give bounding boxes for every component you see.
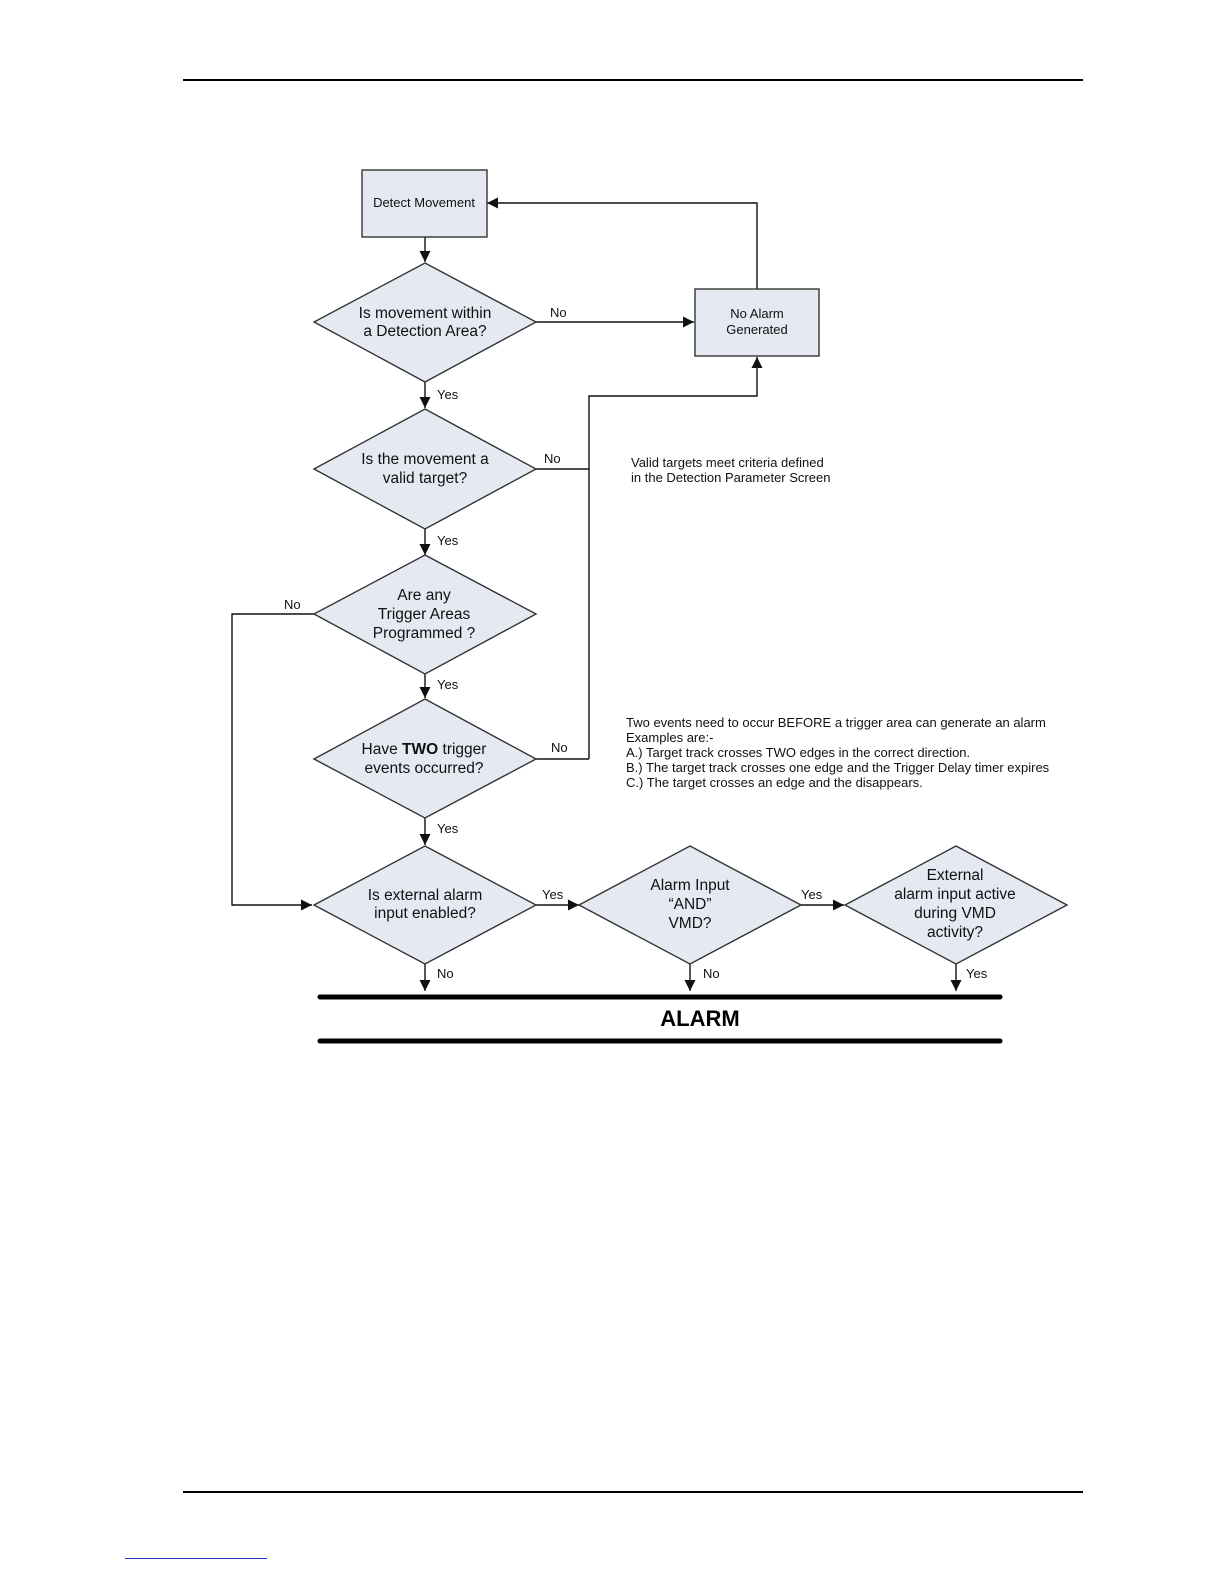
decision-external-enabled: Is external alarm input enabled? bbox=[312, 845, 538, 965]
two-events-prefix: Have bbox=[362, 741, 403, 758]
alarm-output: ALARM bbox=[317, 994, 1003, 1044]
note-valid-targets-line2: in the Detection Parameter Screen bbox=[631, 470, 830, 485]
edge-label-two-events-no: No bbox=[551, 740, 568, 755]
detection-area-line1: Is movement within bbox=[359, 305, 492, 322]
decision-external-active: External alarm input active during VMD a… bbox=[843, 845, 1069, 965]
valid-target-line2: valid target? bbox=[383, 470, 468, 487]
connectors bbox=[231, 197, 962, 991]
two-events-line2: events occurred? bbox=[365, 760, 484, 777]
note-valid-targets-line1: Valid targets meet criteria defined bbox=[631, 455, 824, 470]
edge-label-valid-target-yes: Yes bbox=[437, 533, 459, 548]
external-enabled-line2: input enabled? bbox=[374, 905, 476, 922]
detect-movement-label: Detect Movement bbox=[373, 195, 475, 210]
edge-label-external-active-yes: Yes bbox=[966, 966, 988, 981]
edge-labels: No Yes No Yes No Yes No Yes Yes No Yes N… bbox=[284, 305, 988, 981]
detection-area-line2: a Detection Area? bbox=[363, 323, 487, 340]
edge-label-and-vmd-no: No bbox=[703, 966, 720, 981]
alarm-label: ALARM bbox=[660, 1006, 739, 1031]
and-vmd-line2: “AND” bbox=[668, 896, 711, 913]
external-active-line1: External bbox=[927, 867, 984, 884]
footer-link-underline[interactable] bbox=[125, 1558, 267, 1559]
decision-valid-target: Is the movement a valid target? bbox=[312, 408, 538, 530]
no-alarm-label-line1: No Alarm bbox=[730, 306, 783, 321]
note-trigger-events-line5: C.) The target crosses an edge and the d… bbox=[626, 775, 923, 790]
trigger-areas-line3: Programmed ? bbox=[373, 625, 476, 642]
flow-q3-no bbox=[231, 613, 314, 911]
decision-detection-area: Is movement within a Detection Area? bbox=[312, 262, 538, 383]
valid-target-line1: Is the movement a bbox=[361, 451, 489, 468]
flow-no-alarm-loop bbox=[487, 197, 758, 289]
edge-label-two-events-yes: Yes bbox=[437, 821, 459, 836]
note-trigger-events-line2: Examples are:- bbox=[626, 730, 713, 745]
edge-label-and-vmd-yes: Yes bbox=[801, 887, 823, 902]
edge-label-detection-area-yes: Yes bbox=[437, 387, 459, 402]
edge-label-trigger-areas-yes: Yes bbox=[437, 677, 459, 692]
note-trigger-events-line1: Two events need to occur BEFORE a trigge… bbox=[626, 715, 1046, 730]
and-vmd-line3: VMD? bbox=[668, 915, 711, 932]
no-alarm-label-line2: Generated bbox=[726, 322, 787, 337]
trigger-areas-line2: Trigger Areas bbox=[378, 606, 471, 623]
two-events-line1: Have TWO trigger bbox=[362, 741, 487, 758]
edge-label-trigger-areas-no: No bbox=[284, 597, 301, 612]
external-active-line3: during VMD bbox=[914, 905, 996, 922]
decision-two-events: Have TWO trigger events occurred? bbox=[312, 698, 538, 819]
decision-trigger-areas: Are any Trigger Areas Programmed ? bbox=[312, 554, 538, 675]
edge-label-external-enabled-no: No bbox=[437, 966, 454, 981]
and-vmd-line1: Alarm Input bbox=[650, 877, 730, 894]
edge-label-detection-area-no: No bbox=[550, 305, 567, 320]
note-trigger-events-line3: A.) Target track crosses TWO edges in th… bbox=[626, 745, 970, 760]
decision-and-vmd: Alarm Input “AND” VMD? bbox=[577, 845, 803, 965]
note-valid-targets: Valid targets meet criteria defined in t… bbox=[631, 455, 830, 485]
two-events-bold: TWO bbox=[402, 741, 438, 758]
external-enabled-line1: Is external alarm bbox=[368, 887, 483, 904]
detect-movement-box: Detect Movement bbox=[361, 169, 488, 238]
no-alarm-box: No Alarm Generated bbox=[694, 288, 820, 357]
note-trigger-events: Two events need to occur BEFORE a trigge… bbox=[626, 715, 1050, 790]
trigger-areas-line1: Are any bbox=[397, 587, 451, 604]
note-trigger-events-line4: B.) The target track crosses one edge an… bbox=[626, 760, 1050, 775]
edge-label-valid-target-no: No bbox=[544, 451, 561, 466]
external-active-line2: alarm input active bbox=[894, 886, 1015, 903]
two-events-suffix: trigger bbox=[438, 741, 486, 758]
external-active-line4: activity? bbox=[927, 924, 983, 941]
flow-no-return bbox=[588, 357, 763, 759]
edge-label-external-enabled-yes: Yes bbox=[542, 887, 564, 902]
